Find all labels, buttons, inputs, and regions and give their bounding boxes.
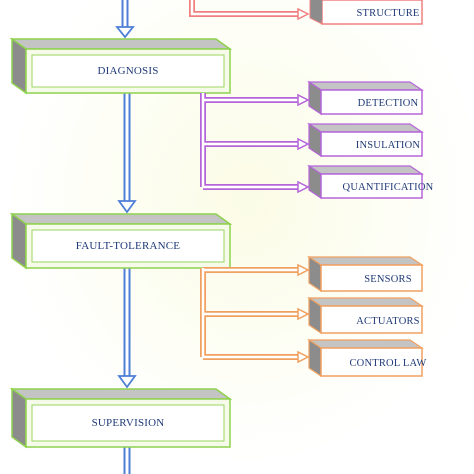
structure-label: STRUCTURE <box>356 8 419 19</box>
quantification-box: QUANTIFICATION <box>307 164 434 200</box>
insulation-box: INSULATION <box>307 122 424 158</box>
diagnosis-box: DIAGNOSIS <box>9 37 233 95</box>
structure-box: STRUCTURE <box>309 0 423 25</box>
control-law-label: CONTROL LAW <box>349 358 426 369</box>
arrow-top-to-diagnosis <box>115 0 135 39</box>
detection-box: DETECTION <box>307 80 424 116</box>
structure-branch <box>189 0 310 21</box>
fault-tolerance-branches <box>200 263 310 364</box>
sensors-label: SENSORS <box>364 274 412 285</box>
arrow-fault-tolerance-to-supervision <box>117 267 137 389</box>
insulation-label: INSULATION <box>356 140 421 151</box>
sensors-box: SENSORS <box>307 255 424 293</box>
quantification-label: QUANTIFICATION <box>343 182 434 193</box>
fault-tolerance-box: FAULT-TOLERANCE <box>9 212 233 270</box>
main-flow-arrows <box>115 0 137 474</box>
supervision-box: SUPERVISION <box>9 387 233 449</box>
diagnosis-label: DIAGNOSIS <box>97 65 158 77</box>
fault-tolerance-label: FAULT-TOLERANCE <box>76 240 181 252</box>
actuators-label: ACTUATORS <box>356 316 419 327</box>
arrow-diagnosis-to-fault-tolerance <box>117 92 137 214</box>
actuators-box: ACTUATORS <box>307 296 424 335</box>
supervision-label: SUPERVISION <box>92 417 165 429</box>
detection-label: DETECTION <box>358 98 419 109</box>
diagnosis-branches <box>200 93 310 194</box>
control-law-box: CONTROL LAW <box>307 338 426 378</box>
